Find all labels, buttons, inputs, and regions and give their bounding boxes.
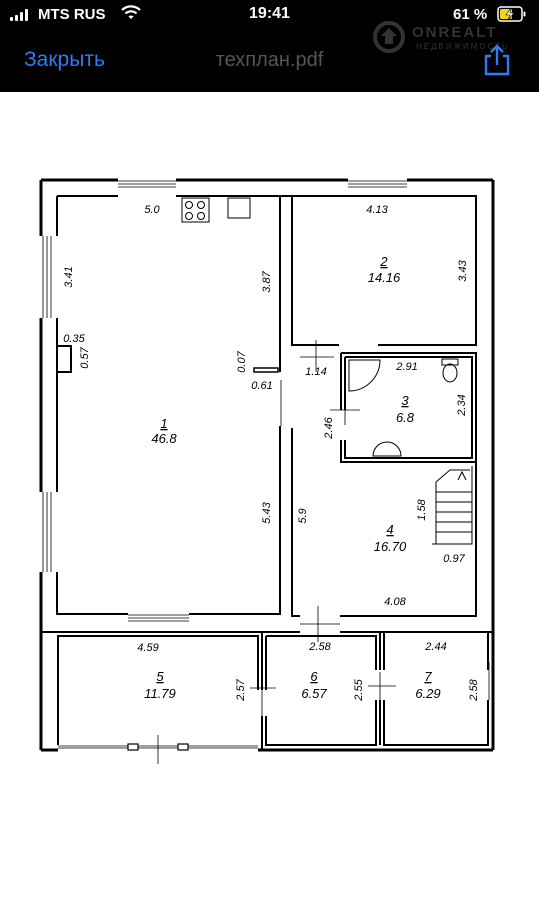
room-number: 7 <box>424 669 432 684</box>
dimension-label: 3.41 <box>63 266 75 287</box>
dimension-label: 4.08 <box>384 596 406 608</box>
dimension-label: 5.9 <box>297 508 309 523</box>
share-icon[interactable] <box>480 43 514 77</box>
dimension-label: 0.61 <box>251 380 272 392</box>
wifi-icon <box>121 5 141 19</box>
watermark-brand: ONREALT <box>412 24 498 41</box>
room-number: 2 <box>379 254 388 269</box>
dimension-label: 5.43 <box>261 501 273 523</box>
floor-plan: 1 46.8 2 14.16 3 6.8 4 16.70 5 11.79 6 6… <box>39 178 495 764</box>
dimension-label: 3.87 <box>261 270 273 292</box>
room-area: 6.29 <box>415 686 440 701</box>
dimension-label: 2.58 <box>468 678 480 701</box>
dimension-label: 4.13 <box>366 204 388 216</box>
dimension-label: 2.58 <box>308 641 331 653</box>
room-area: 16.70 <box>374 539 407 554</box>
dimension-label: 0.57 <box>79 346 91 368</box>
room-area: 46.8 <box>151 431 177 446</box>
dimension-label: 5.0 <box>144 204 160 216</box>
room-number: 4 <box>386 522 393 537</box>
dimension-label: 3.43 <box>457 259 469 281</box>
dimension-label: 1.58 <box>416 498 428 520</box>
battery-percent: 61 % <box>453 6 488 23</box>
battery-charging-icon <box>497 6 526 22</box>
room-area: 14.16 <box>368 270 401 285</box>
room-area: 11.79 <box>144 686 176 701</box>
room-number: 6 <box>310 669 318 684</box>
dimension-label: 2.46 <box>323 416 335 439</box>
onrealt-logo-icon <box>373 21 405 53</box>
clock: 19:41 <box>249 5 290 22</box>
room-number: 3 <box>401 393 409 408</box>
dimension-label: 0.07 <box>236 350 248 372</box>
dimension-label: 4.59 <box>137 642 158 654</box>
status-bar: MTS RUS 19:41 61 % <box>0 0 539 32</box>
close-button[interactable]: Закрыть <box>24 48 105 71</box>
navigation-bar: Закрыть техплан.pdf <box>0 40 539 84</box>
dimension-label: 2.57 <box>235 678 247 701</box>
room-number: 1 <box>160 416 167 431</box>
dimension-label: 2.34 <box>456 394 468 416</box>
dimension-label: 1.14 <box>305 366 326 378</box>
dimension-label: 2.91 <box>395 361 417 373</box>
carrier-name: MTS RUS <box>38 6 106 23</box>
top-bar: MTS RUS 19:41 61 % ONREALT НЕДВИЖИМОСТЬ … <box>0 0 539 92</box>
dimension-label: 2.55 <box>353 678 365 701</box>
file-name: техплан.pdf <box>215 49 324 71</box>
cellular-signal-icon <box>10 9 28 21</box>
room-number: 5 <box>156 669 164 684</box>
room-area: 6.8 <box>396 410 415 425</box>
dimension-label: 0.35 <box>63 333 85 345</box>
dimension-label: 2.44 <box>424 641 446 653</box>
watermark-subtitle: НЕДВИЖИМОСТЬ <box>416 42 510 51</box>
dimension-label: 0.97 <box>443 553 465 565</box>
room-area: 6.57 <box>301 686 327 701</box>
